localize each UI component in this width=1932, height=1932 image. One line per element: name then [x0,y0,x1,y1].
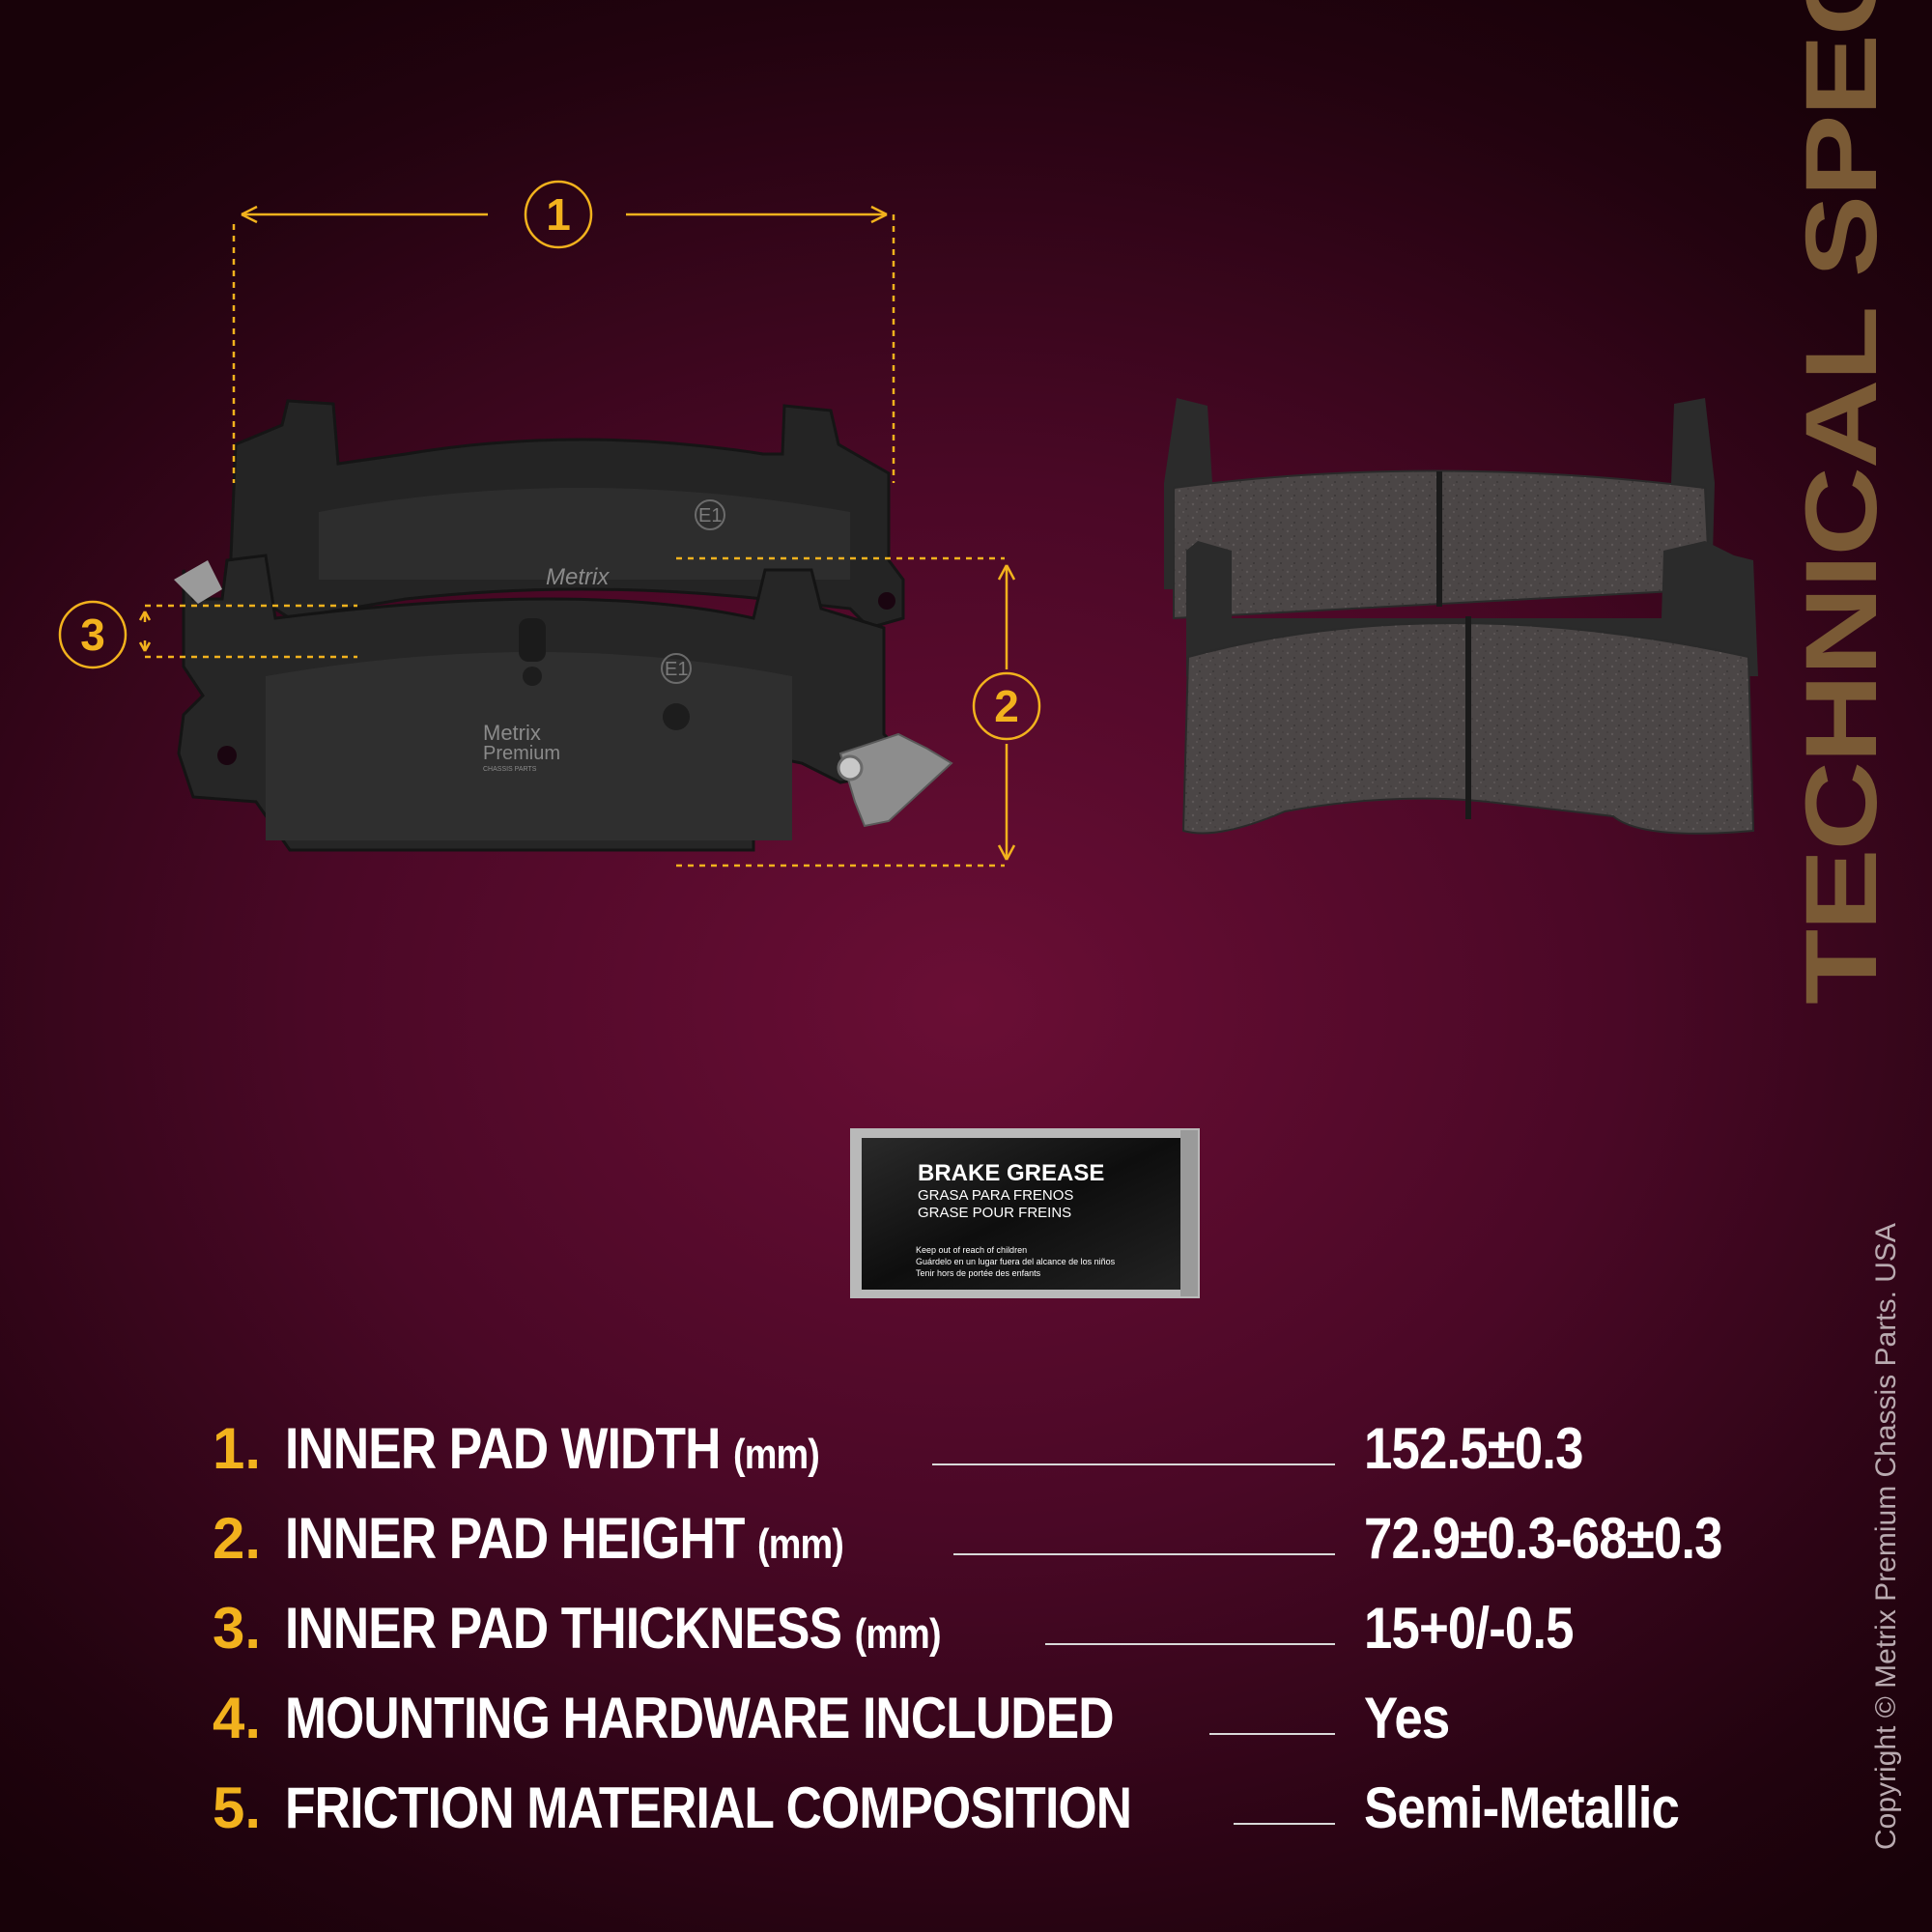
callout-2-label: 2 [994,681,1019,731]
callout-1-circle [524,180,593,249]
side-title: TECHNICAL SPECS [1784,0,1898,1005]
spec-leader-line [1045,1643,1335,1645]
spec-row-friction-material: 5. FRICTION MATERIAL COMPOSITION Semi-Me… [213,1770,1806,1847]
spec-number: 5. [213,1776,262,1840]
front-pad-brand-1: Metrix [483,721,541,745]
callout-3-circle [58,600,128,669]
spec-number: 1. [213,1416,262,1481]
spec-label: INNER PAD THICKNESS (mm) [285,1596,942,1661]
spec-leader-line [1234,1823,1335,1825]
callout-2-circle [972,671,1041,741]
grease-line-fr: GRASE POUR FREINS [918,1205,1071,1221]
dimension-callouts [58,180,1041,867]
spec-label: INNER PAD HEIGHT (mm) [285,1506,844,1571]
spec-row-height: 2. INNER PAD HEIGHT (mm) 72.9±0.3-68±0.3 [213,1500,1806,1577]
spec-value: Yes [1364,1686,1450,1750]
grease-line-es: GRASA PARA FRENOS [918,1187,1073,1204]
spec-leader-line [953,1553,1335,1555]
spec-leader-line [1209,1733,1335,1735]
spec-unit: (mm) [854,1610,942,1658]
spec-number: 2. [213,1506,262,1571]
front-pad-brand-2: Premium [483,743,560,764]
spec-leader-line [932,1463,1335,1465]
rear-pad-stamp: E1 [698,505,722,526]
wear-indicator-clip [838,732,953,828]
spec-label: INNER PAD WIDTH (mm) [285,1416,820,1481]
callout-3-label: 3 [80,610,105,660]
spec-value: 72.9±0.3-68±0.3 [1364,1506,1723,1571]
brake-grease-packet: BRAKE GREASE GRASA PARA FRENOS GRASE POU… [850,1128,1200,1298]
rear-pad-brand: Metrix [546,564,610,590]
grease-warn-en: Keep out of reach of children [916,1245,1027,1255]
front-pad-brand-3: CHASSIS PARTS [483,766,537,773]
copyright-notice: Copyright © Metrix Premium Chassis Parts… [1870,1223,1902,1850]
spec-value: 15+0/-0.5 [1364,1596,1575,1661]
spec-row-hardware: 4. MOUNTING HARDWARE INCLUDED Yes [213,1680,1806,1757]
spec-number: 3. [213,1596,262,1661]
brake-pad-back-view: E1 Metrix E1 Metrix Premium CHASSIS PART… [174,399,953,852]
spec-value: Semi-Metallic [1364,1776,1680,1840]
spec-value: 152.5±0.3 [1364,1416,1583,1481]
grease-warn-es: Guárdelo en un lugar fuera del alcance d… [916,1257,1116,1266]
spec-unit: (mm) [756,1520,844,1568]
spec-label: MOUNTING HARDWARE INCLUDED [285,1686,1115,1750]
spec-number: 4. [213,1686,262,1750]
spec-label: FRICTION MATERIAL COMPOSITION [285,1776,1132,1840]
front-pad-stamp: E1 [665,659,688,680]
brake-pad-friction-view [1164,398,1758,835]
spec-row-width: 1. INNER PAD WIDTH (mm) 152.5±0.3 [213,1410,1806,1488]
callout-1-label: 1 [546,189,571,240]
grease-title: BRAKE GREASE [918,1160,1104,1186]
spec-row-thickness: 3. INNER PAD THICKNESS (mm) 15+0/-0.5 [213,1590,1806,1667]
spec-unit: (mm) [732,1431,820,1478]
grease-warn-fr: Tenir hors de portée des enfants [916,1268,1041,1278]
